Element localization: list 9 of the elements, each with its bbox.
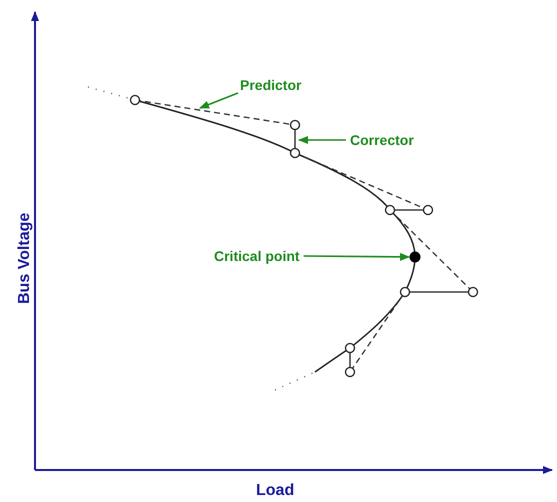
leader-arrow (304, 252, 410, 261)
critical-point-label: Critical point (214, 248, 300, 264)
corrector-label: Corrector (350, 132, 414, 148)
axis-title: Bus Voltage (16, 212, 34, 304)
axis-title: Load (256, 482, 294, 500)
critical-point-marker (410, 252, 420, 262)
leader-arrow (298, 136, 346, 144)
leader-arrow (199, 92, 238, 109)
predictor-label: Predictor (240, 77, 302, 93)
